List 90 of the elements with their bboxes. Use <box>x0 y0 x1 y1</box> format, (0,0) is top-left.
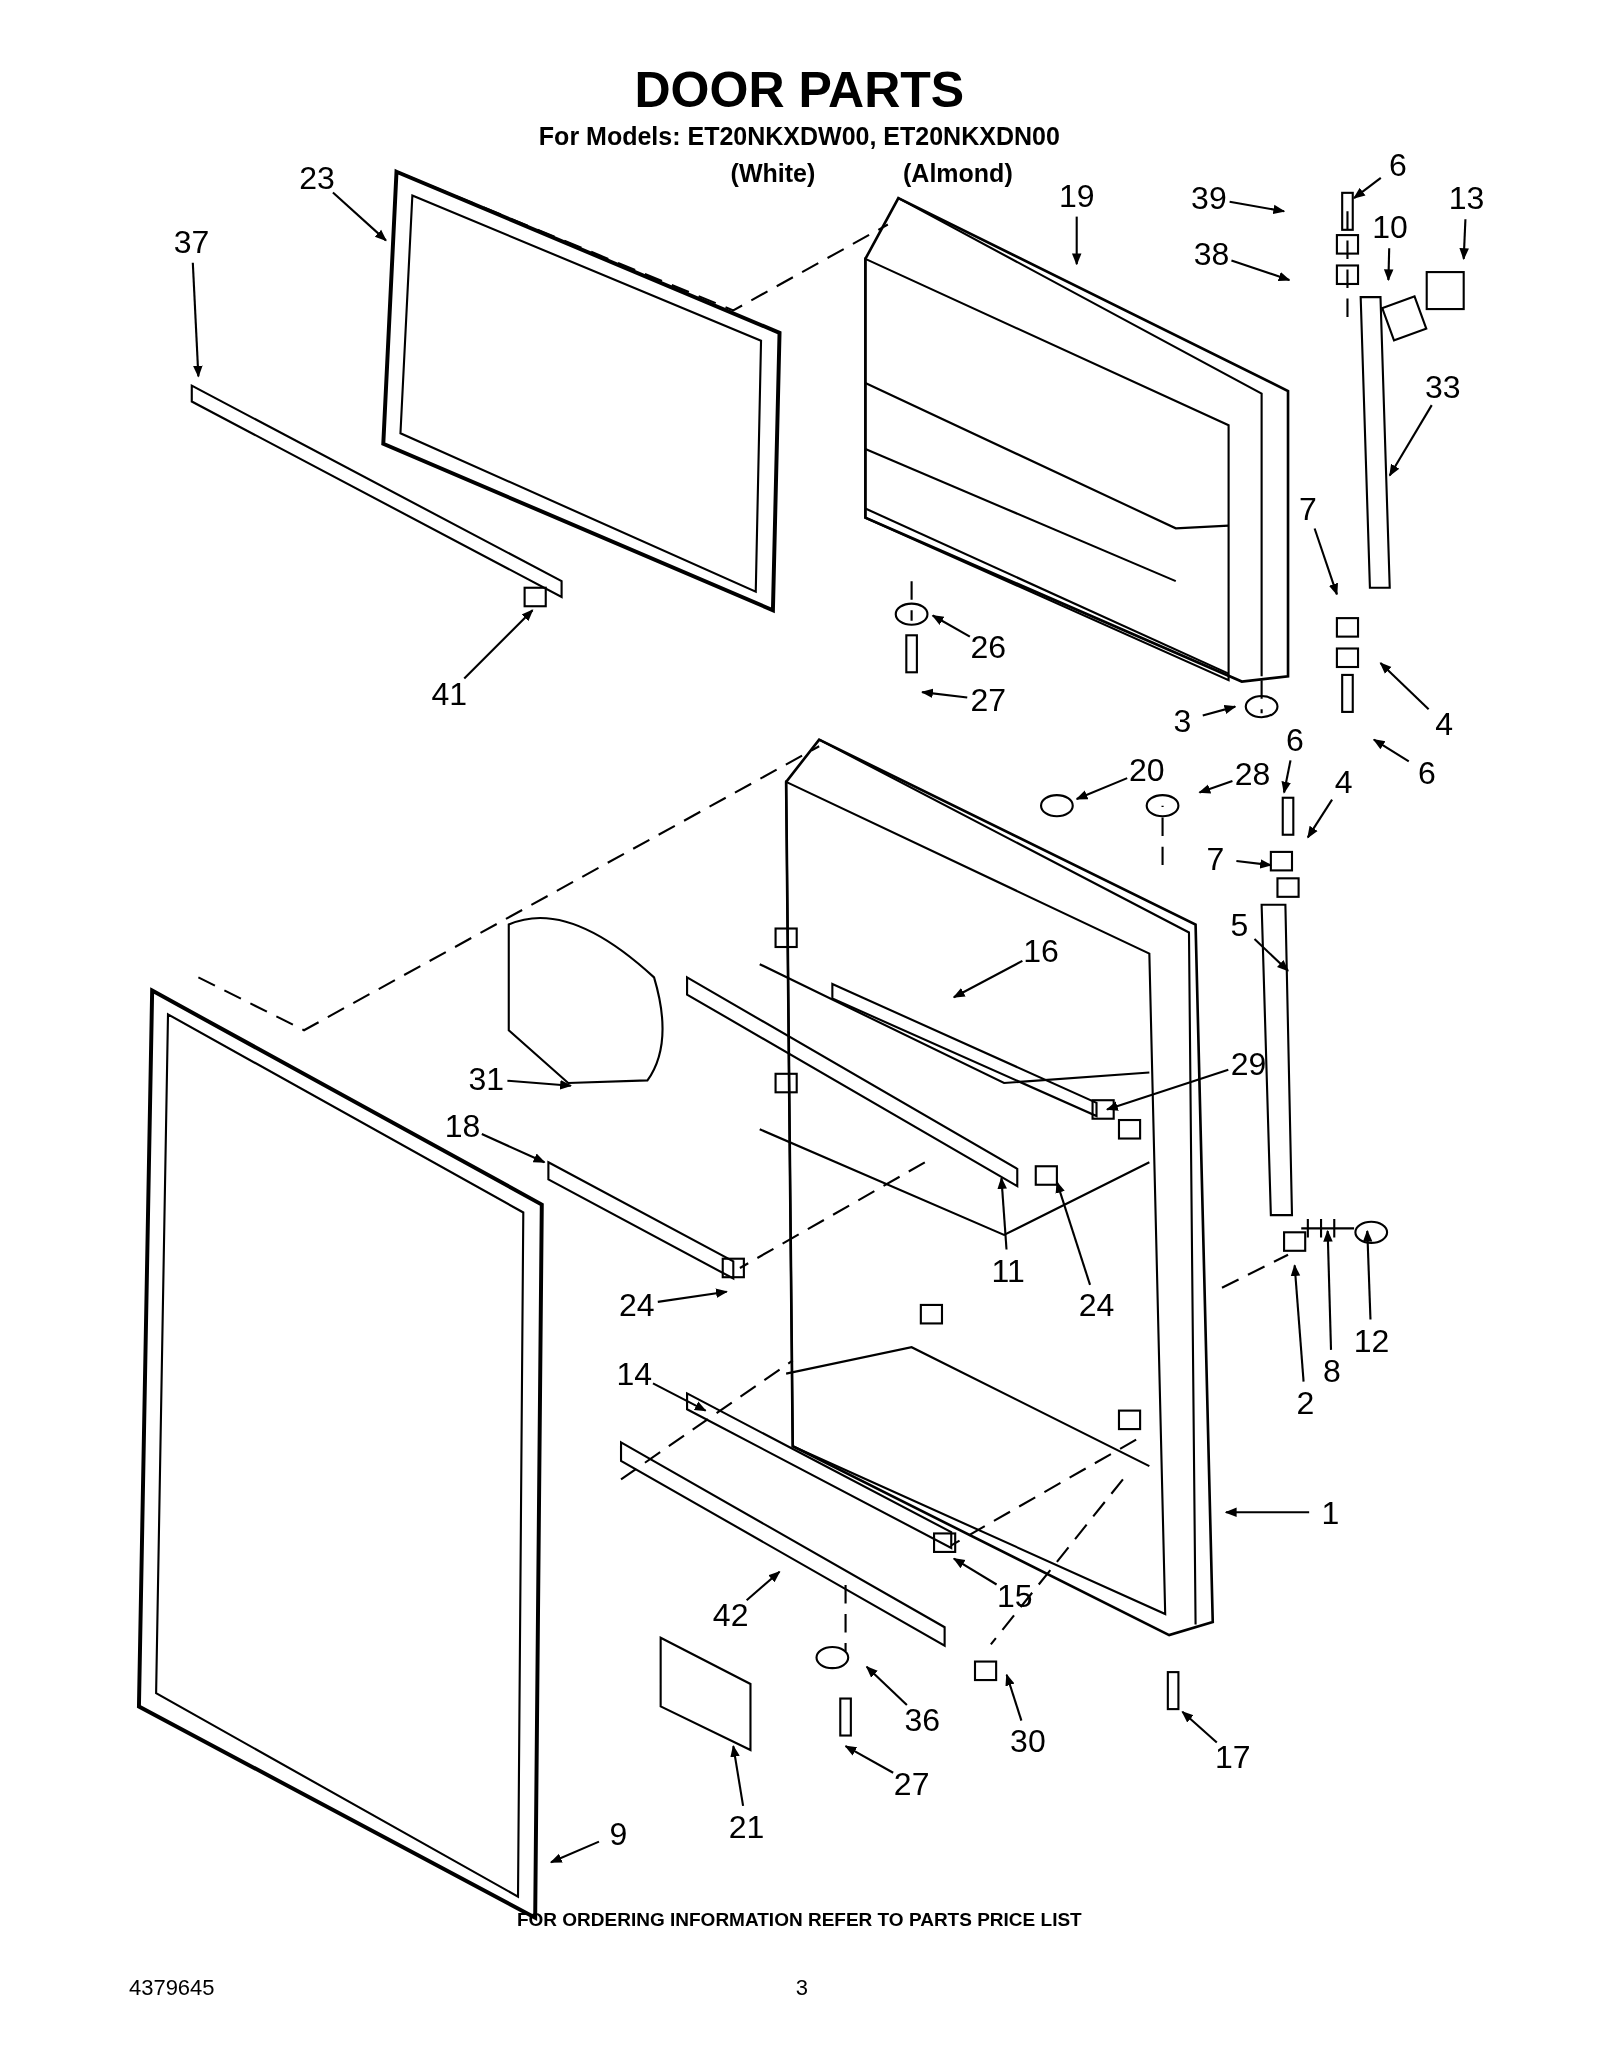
leader-line <box>463 609 534 680</box>
callout-number: 2 <box>1296 1386 1315 1421</box>
callout-number: 4 <box>1435 707 1453 741</box>
callout-number: 27 <box>970 683 1007 718</box>
callout-number: 18 <box>444 1108 481 1143</box>
callout-number: 4 <box>1334 765 1353 800</box>
callout-number: 36 <box>904 1703 940 1738</box>
leader-line <box>549 1840 600 1864</box>
leader-line <box>1181 1710 1218 1744</box>
callout-number: 15 <box>996 1579 1033 1614</box>
leader-line <box>657 1288 728 1303</box>
leader-line <box>921 688 968 699</box>
callout-number: 17 <box>1214 1740 1251 1775</box>
leader-line <box>1055 1181 1092 1286</box>
callout-number: 12 <box>1353 1324 1390 1359</box>
callout-number: 11 <box>991 1254 1025 1288</box>
leader-line <box>1236 859 1273 869</box>
callout-number: 1 <box>1321 1495 1340 1530</box>
callout-number: 13 <box>1448 181 1485 216</box>
leader-line <box>1005 1673 1023 1721</box>
leader-line <box>1306 799 1333 839</box>
callout-number: 6 <box>1388 148 1407 183</box>
callout-number: 29 <box>1230 1046 1267 1081</box>
page-number: 3 <box>795 1975 809 2002</box>
leader-line <box>481 1133 546 1164</box>
leader-line <box>1253 938 1289 972</box>
callout-number: 6 <box>1418 755 1436 790</box>
callout-number: 24 <box>619 1288 655 1323</box>
leader-line <box>1323 1229 1333 1350</box>
leader-line <box>1459 219 1469 261</box>
leader-line <box>1075 777 1128 801</box>
callout-number: 19 <box>1059 178 1095 213</box>
callout-number: 39 <box>1191 181 1227 216</box>
callout-number: 38 <box>1193 236 1230 271</box>
callout-number: 30 <box>1010 1724 1046 1759</box>
callout-number: 9 <box>609 1816 628 1851</box>
document-number: 4379645 <box>128 1975 215 2002</box>
color-note: (White) <box>730 158 816 188</box>
callout-number: 41 <box>431 676 467 711</box>
leader-line <box>1229 200 1286 215</box>
leader-line <box>1202 704 1237 717</box>
leader-line <box>1353 177 1382 199</box>
leader-line <box>1198 779 1233 794</box>
callout-number: 28 <box>1234 757 1271 792</box>
title: DOOR PARTS <box>634 60 965 119</box>
callout-number: 42 <box>712 1597 749 1632</box>
callout-number: 23 <box>299 161 335 196</box>
callout-number: 26 <box>970 630 1007 665</box>
leader-line <box>191 262 203 378</box>
callout-number: 27 <box>893 1766 930 1801</box>
leader-line <box>332 191 387 242</box>
leader-line <box>507 1079 573 1090</box>
leader-line <box>952 1557 998 1586</box>
leader-line <box>1071 216 1082 266</box>
leader-line <box>1362 1229 1373 1320</box>
leader-line <box>1379 662 1430 710</box>
leader-line <box>865 1666 908 1706</box>
callout-number: 7 <box>1299 491 1317 526</box>
model-numbers: For Models: ET20NKXDW00, ET20NKXDN00 <box>538 121 1060 151</box>
callout-number: 21 <box>728 1810 765 1845</box>
callout-number: 5 <box>1230 907 1249 942</box>
color-note: (Almond) <box>903 158 1013 188</box>
callout-number: 20 <box>1129 753 1165 788</box>
leader-line <box>952 959 1023 999</box>
leader-line <box>1290 1264 1305 1382</box>
callout-number: 7 <box>1206 841 1225 876</box>
callout-number: 31 <box>468 1062 504 1097</box>
callout-number: 10 <box>1372 210 1408 245</box>
callout-number: 3 <box>1173 704 1192 739</box>
callout-number: 33 <box>1424 370 1461 405</box>
callout-number: 8 <box>1322 1354 1341 1389</box>
leader-line <box>1383 248 1394 282</box>
leader-line <box>1224 1507 1310 1518</box>
leader-line <box>1372 738 1410 763</box>
leader-line <box>997 1176 1008 1250</box>
leader-line <box>1231 259 1291 282</box>
callout-number: 14 <box>616 1357 652 1392</box>
callout-number: 37 <box>173 224 210 259</box>
leader-line <box>844 1745 894 1774</box>
leader-line <box>1281 760 1292 794</box>
leader-line <box>931 614 971 638</box>
leader-line <box>1105 1068 1229 1111</box>
callout-number: 6 <box>1285 722 1304 757</box>
leader-line <box>1388 404 1433 477</box>
leader-line <box>745 1570 781 1601</box>
leader-line <box>730 1744 745 1806</box>
callout-number: 16 <box>1023 934 1059 969</box>
leader-line <box>1313 528 1338 596</box>
leader-line <box>652 1382 707 1412</box>
callout-number: 24 <box>1078 1288 1115 1323</box>
